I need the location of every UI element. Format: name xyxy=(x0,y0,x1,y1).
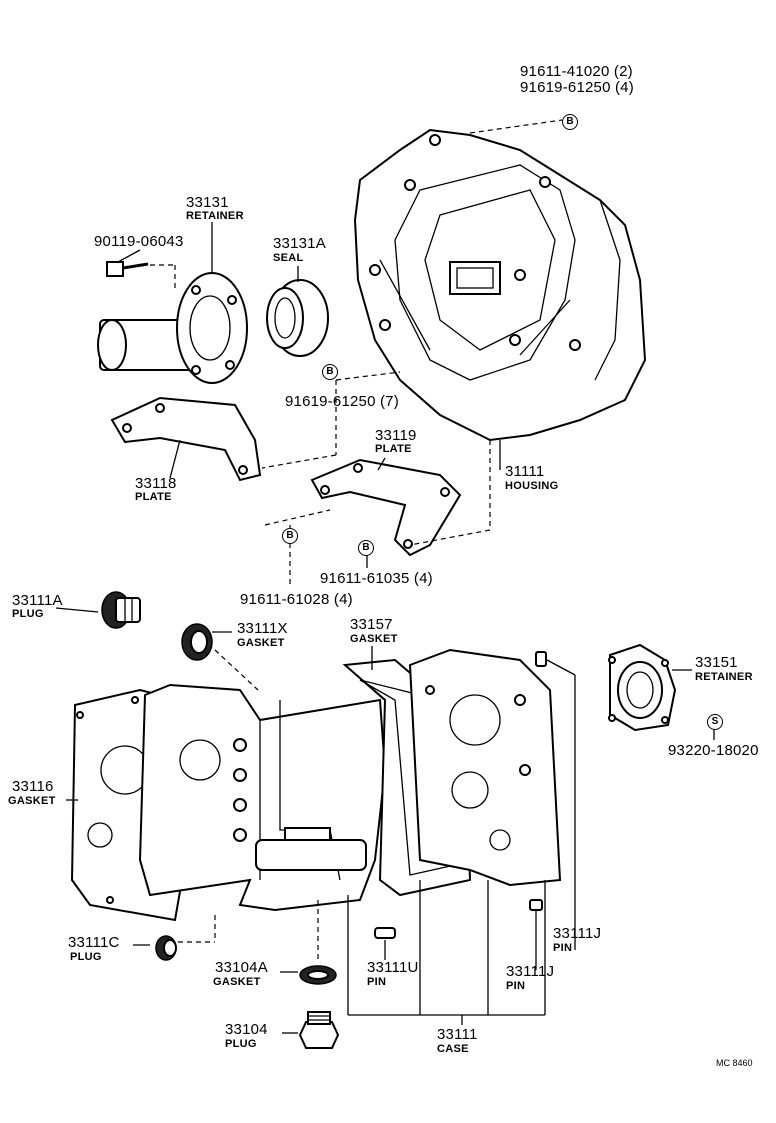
seal-33131a xyxy=(266,279,329,357)
part-number-91611-41020: 91611-41020 (2) xyxy=(520,63,633,80)
pin-33111j-lower xyxy=(529,899,543,911)
gasket-33104a xyxy=(299,965,337,985)
plug-33104 xyxy=(298,1011,340,1049)
diagram-code: MC 8460 xyxy=(716,1058,753,1068)
part-number-33131: 33131 xyxy=(186,194,229,211)
part-name-housing: HOUSING xyxy=(505,480,559,492)
part-name-gasket-33116: GASKET xyxy=(8,795,56,807)
part-name-retainer-33151: RETAINER xyxy=(695,671,753,683)
part-name-plate-33119: PLATE xyxy=(375,443,412,455)
part-name-gasket-33111x: GASKET xyxy=(237,637,285,649)
pin-33111j-upper xyxy=(535,651,547,667)
part-name-seal: SEAL xyxy=(273,252,304,264)
clutch-housing-31111 xyxy=(353,128,647,442)
part-number-33118: 33118 xyxy=(135,475,177,492)
part-number-33111u: 33111U xyxy=(367,959,419,976)
part-number-91611-61035: 91611-61035 (4) xyxy=(320,570,433,587)
part-number-33116: 33116 xyxy=(12,778,54,795)
part-name-case: CASE xyxy=(437,1043,469,1055)
part-number-33119: 33119 xyxy=(375,427,417,444)
part-name-plate-33118: PLATE xyxy=(135,491,172,503)
part-name-plug-33104: PLUG xyxy=(225,1038,257,1050)
plate-33118 xyxy=(110,396,262,482)
gasket-33111x xyxy=(181,623,213,661)
part-name-gasket-33104a: GASKET xyxy=(213,976,261,988)
part-number-33111j-a: 33111J xyxy=(553,925,602,942)
part-name-plug-33111a: PLUG xyxy=(12,608,44,620)
part-number-33111c: 33111C xyxy=(68,934,120,951)
intermediate-plate xyxy=(408,648,562,887)
part-name-gasket-33157: GASKET xyxy=(350,633,398,645)
plug-33111c xyxy=(155,935,177,961)
plate-33119 xyxy=(310,458,462,557)
part-name-pin-33111j-a: PIN xyxy=(553,942,573,954)
part-number-90119-06043: 90119-06043 xyxy=(94,233,184,250)
part-number-91611-61028: 91611-61028 (4) xyxy=(240,591,353,608)
part-number-33104: 33104 xyxy=(225,1021,268,1038)
part-number-33151: 33151 xyxy=(695,654,738,671)
part-number-33157: 33157 xyxy=(350,616,393,633)
part-number-33111a: 33111A xyxy=(12,592,63,609)
callout-b-2: B xyxy=(322,364,338,380)
transmission-case-33111 xyxy=(138,683,387,912)
part-name-pin-33111j-b: PIN xyxy=(506,980,526,992)
part-number-33111x: 33111X xyxy=(237,620,288,637)
part-number-33104a: 33104A xyxy=(215,959,268,976)
callout-s-1: S xyxy=(707,714,723,730)
plug-33111a xyxy=(101,591,141,629)
retainer-33131 xyxy=(97,272,248,384)
part-number-33111j-b: 33111J xyxy=(506,963,555,980)
part-number-31111: 31111 xyxy=(505,463,545,480)
part-number-91619-61250-7: 91619-61250 (7) xyxy=(285,393,399,410)
part-name-retainer-33131: RETAINER xyxy=(186,210,244,222)
part-number-91619-61250-4: 91619-61250 (4) xyxy=(520,79,634,96)
callout-b-1: B xyxy=(562,114,578,130)
part-number-93220-18020: 93220-18020 xyxy=(668,742,759,759)
callout-b-3: B xyxy=(282,528,298,544)
callout-b-4: B xyxy=(358,540,374,556)
bolt-90119-06043 xyxy=(106,261,149,277)
pin-33111u xyxy=(374,927,396,939)
part-number-33111: 33111 xyxy=(437,1026,478,1043)
part-name-pin-33111u: PIN xyxy=(367,976,387,988)
part-name-plug-33111c: PLUG xyxy=(70,951,102,963)
retainer-33151 xyxy=(608,643,677,732)
part-number-33131a: 33131A xyxy=(273,235,326,252)
